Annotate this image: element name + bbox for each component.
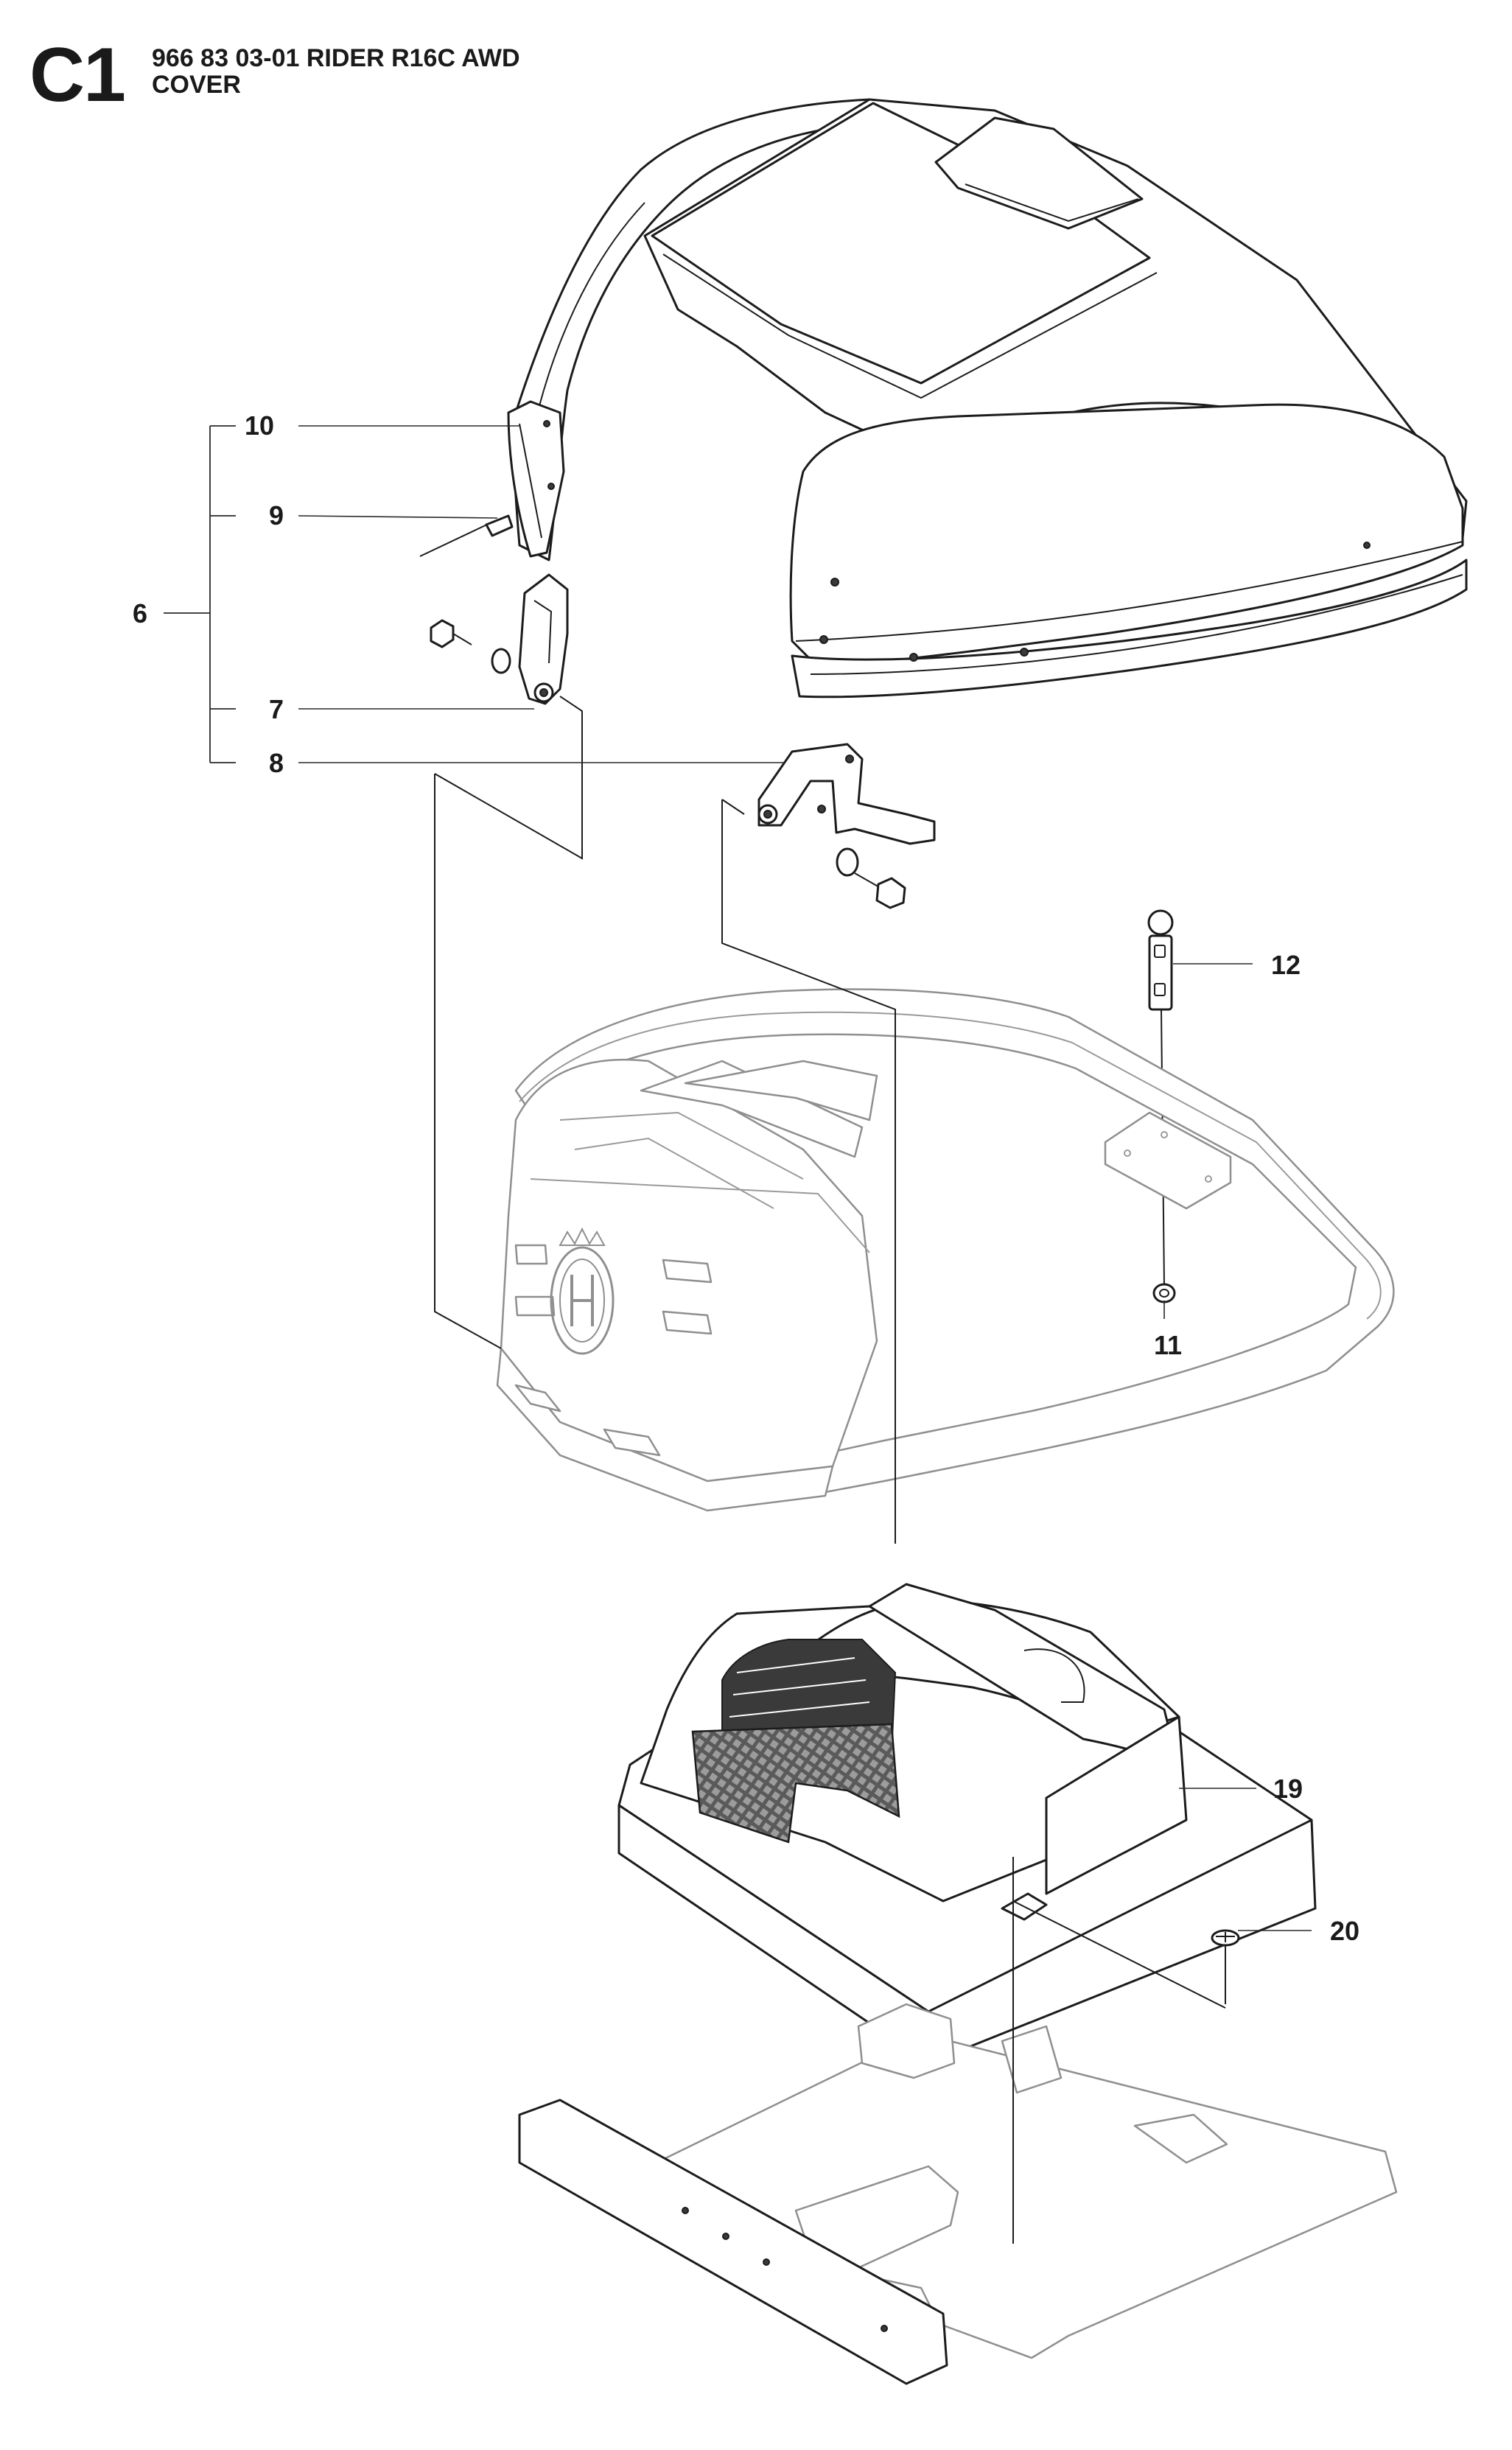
- callout-20: 20: [1330, 1916, 1359, 1946]
- engine-hood-cover: [513, 98, 1468, 699]
- callout-6: 6: [133, 598, 147, 629]
- clip-part: [1152, 1283, 1176, 1303]
- assembly-guide-lines-lower: [1012, 1857, 1226, 2244]
- assembly-group-bracket: [164, 425, 236, 763]
- section-code: C1: [29, 32, 126, 118]
- seat-cover: [617, 1583, 1317, 2065]
- diagram-header: C1 966 83 03-01 RIDER R16C AWD COVER: [29, 32, 693, 119]
- pin-part: [419, 514, 514, 557]
- callout-12: 12: [1271, 950, 1301, 980]
- callout-10: 10: [245, 410, 274, 441]
- model-line: 966 83 03-01 RIDER R16C AWD: [152, 44, 520, 72]
- callout-11: 11: [1154, 1330, 1182, 1360]
- engine-chassis-assembly: [496, 988, 1395, 1512]
- cover-support-arm: [507, 400, 565, 558]
- hinge-bracket-right: [757, 743, 936, 909]
- assembly-guide-lines-upper: [434, 696, 896, 1544]
- callout-9: 9: [269, 500, 284, 531]
- seat-frame-base: [518, 2003, 1398, 2385]
- hinge-bracket-left: [430, 573, 569, 705]
- callout-labels: 10 9 6 7 8 12 11 19 20: [133, 410, 1359, 1946]
- screw-part: [1211, 1929, 1240, 2004]
- callout-8: 8: [269, 748, 284, 778]
- husqvarna-crown-logo-icon: [550, 1227, 615, 1355]
- callout-19: 19: [1273, 1774, 1303, 1804]
- callout-7: 7: [269, 694, 284, 724]
- leader-lines: [298, 425, 1312, 1931]
- section-name: COVER: [152, 71, 241, 99]
